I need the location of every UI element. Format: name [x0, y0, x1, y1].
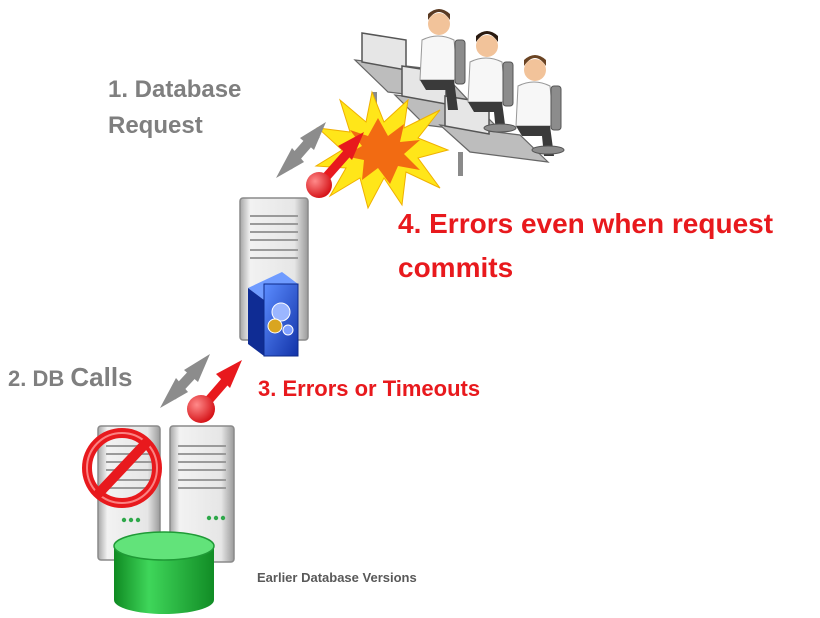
no-entry-icon	[82, 428, 162, 508]
explosion-icon	[314, 90, 450, 210]
step-2-suffix: Calls	[70, 362, 133, 392]
step-1-label: 1. Database Request	[108, 76, 242, 139]
operators-icon	[353, 9, 565, 176]
error-arrow-icon	[187, 360, 242, 423]
error-arrow-icon	[306, 132, 364, 198]
bidirectional-arrow-icon	[160, 354, 210, 408]
step-2-prefix: 2. DB	[8, 366, 65, 391]
step-3-label: 3. Errors or Timeouts	[258, 376, 481, 401]
database-caption: Earlier Database Versions	[257, 570, 417, 585]
app-server-icon	[239, 197, 309, 357]
step-4-label: 4. Errors even when request commits	[398, 208, 774, 283]
database-icon	[113, 531, 215, 614]
bidirectional-arrow-icon	[276, 122, 326, 178]
database-server-icon	[169, 425, 235, 563]
step-2-label: 2. DB Calls	[8, 362, 133, 393]
